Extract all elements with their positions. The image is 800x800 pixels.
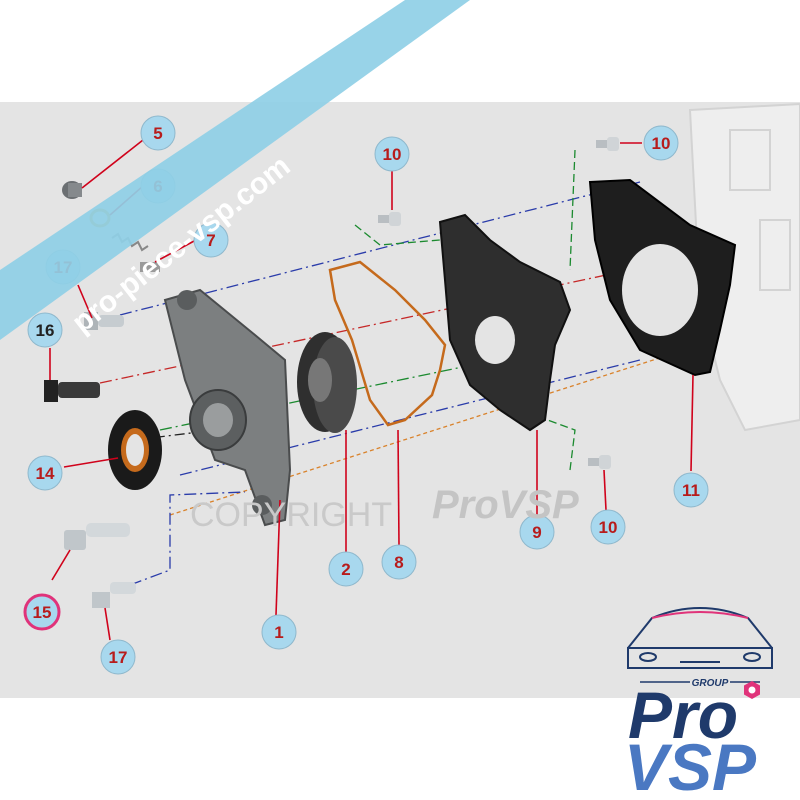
callout-8: 8 xyxy=(381,544,417,580)
part-seal-ring xyxy=(328,260,447,427)
callout-14: 14 xyxy=(27,455,63,491)
brand-watermark: ProVSP xyxy=(432,483,579,527)
callout-7: 7 xyxy=(193,222,229,258)
part-screw-10-bottom xyxy=(588,455,611,469)
svg-text:1: 1 xyxy=(274,623,283,642)
part-shaft-seal xyxy=(108,410,162,490)
part-bolt-15 xyxy=(64,523,130,550)
logo-vsp-text: VSP xyxy=(624,730,757,800)
callout-10-right: 10 xyxy=(643,125,679,161)
cover-plate-opening xyxy=(475,316,515,364)
svg-text:10: 10 xyxy=(652,134,671,153)
callout-2: 2 xyxy=(328,551,364,587)
leader-lines xyxy=(49,139,694,641)
callout-5: 5 xyxy=(140,115,176,151)
part-pump-housing xyxy=(163,288,292,527)
svg-text:8: 8 xyxy=(394,553,403,572)
svg-text:10: 10 xyxy=(599,518,618,537)
part-screw-17-upper xyxy=(84,312,124,330)
callout-11: 11 xyxy=(673,472,709,508)
callout-15: 15 xyxy=(23,593,61,631)
part-valve-cap-5 xyxy=(62,181,82,199)
callout-17-lower: 17 xyxy=(100,639,136,675)
svg-text:16: 16 xyxy=(36,321,55,340)
logo-pro-text: Pro xyxy=(628,678,738,752)
callout-1: 1 xyxy=(261,614,297,650)
part-screw-10-top xyxy=(378,212,401,226)
svg-text:9: 9 xyxy=(532,523,541,542)
callout-9: 9 xyxy=(519,514,555,550)
part-screw-10-right xyxy=(596,137,619,151)
logo-group-label: GROUP xyxy=(692,678,729,689)
callout-10-bottom: 10 xyxy=(590,509,626,545)
part-rotor xyxy=(297,332,357,433)
svg-text:10: 10 xyxy=(383,145,402,164)
callout-16: 16 xyxy=(27,312,63,348)
car-outline-icon xyxy=(627,607,773,669)
callout-10-top: 10 xyxy=(374,136,410,172)
part-screw-17-lower xyxy=(92,582,136,608)
svg-text:7: 7 xyxy=(206,231,215,250)
svg-text:5: 5 xyxy=(153,124,162,143)
nut-icon xyxy=(744,681,760,699)
svg-text:17: 17 xyxy=(109,648,128,667)
svg-text:2: 2 xyxy=(341,560,350,579)
svg-text:14: 14 xyxy=(36,464,55,483)
svg-text:15: 15 xyxy=(33,603,52,622)
copyright-watermark: COPYRIGHT xyxy=(190,496,392,534)
part-bolt-16 xyxy=(44,380,100,402)
part-gasket xyxy=(588,178,737,377)
svg-text:11: 11 xyxy=(682,481,700,500)
provsp-logo: GROUP Pro VSP xyxy=(624,607,773,800)
